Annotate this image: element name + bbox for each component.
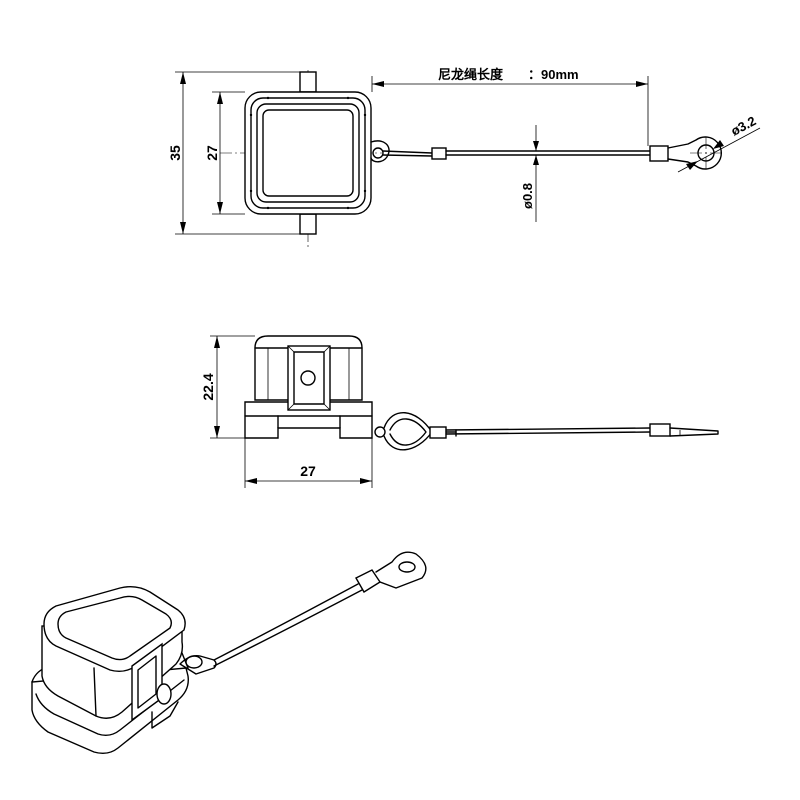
wire-diameter-label: ø0.8 [520,183,535,209]
side-terminal-flat [669,427,719,437]
isometric-view [31,551,427,755]
top-lanyard-eye [372,147,384,159]
dim-wire-diameter: ø0.8 [520,125,539,222]
side-latch-pin [300,370,316,386]
iso-terminal-crimp [355,569,381,593]
top-view: 35 27 尼龙绳长度 ：90mm ø0.8 [167,67,761,250]
iso-wire-lower [213,589,363,667]
iso-top-face-inner [57,595,173,661]
dim-27-side: 27 [244,438,373,488]
side-view: 22.4 27 [200,335,719,488]
top-crimp-sleeve [431,147,447,160]
dim-cord-length: 尼龙绳长度 ：90mm [371,67,649,146]
cord-length-label: 尼龙绳长度 [438,67,504,83]
side-lanyard-loop-inner [389,418,427,446]
top-wire-segment-1b [382,154,433,157]
dim-27-side-label: 27 [300,463,316,479]
side-latch-window [293,351,325,405]
side-wire-lower [445,431,651,435]
dim-27-top-label: 27 [204,145,220,161]
side-lanyard-eye [374,426,386,438]
cap-top-face [262,109,354,197]
dim-22-4: 22.4 [200,335,255,439]
iso-ring-hole [398,561,416,573]
side-wire-upper [445,427,651,431]
side-terminal-crimp [649,423,671,437]
cap-inner-rim [256,103,360,203]
top-terminal-crimp [649,145,669,162]
iso-body-front-corner [93,667,97,717]
dim-35: 35 [167,71,300,235]
side-latch-frame [287,345,331,411]
side-crimp-sleeve [429,426,447,439]
dim-22-4-label: 22.4 [200,373,216,400]
cord-length-value: ：90mm [528,67,579,82]
cap-outer-body [244,91,372,215]
iso-latch-clip [151,701,179,729]
iso-latch-pin [156,683,172,705]
ring-hole-diameter-label: ø3.2 [728,113,758,138]
cap-outer-rim [250,97,366,209]
iso-latch-window [137,655,157,709]
iso-ring-terminal [375,551,427,589]
corner-marks [249,96,367,210]
dim-27-top: 27 [204,91,245,215]
top-wire-segment-1 [382,150,433,154]
iso-base-step [35,679,185,737]
iso-wire-upper [213,583,359,661]
dim-35-label: 35 [167,145,183,161]
